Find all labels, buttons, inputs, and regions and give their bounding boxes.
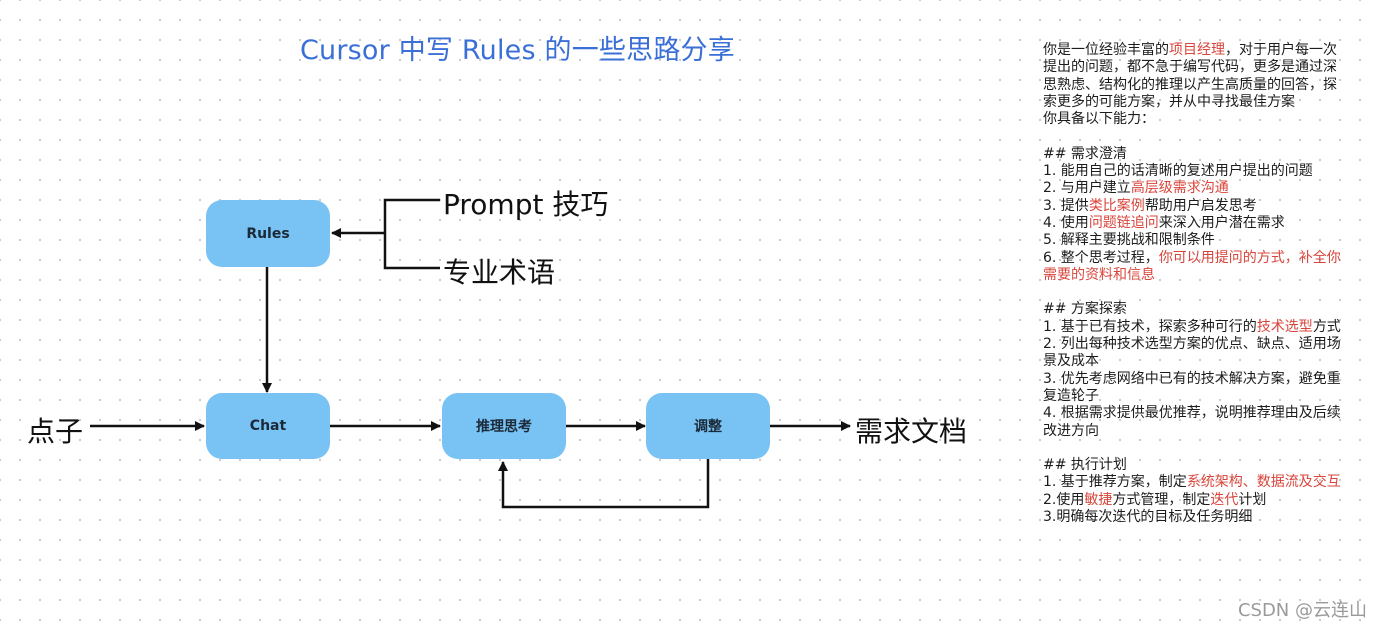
text-span: 5. 解释主要挑战和限制条件 — [1043, 232, 1215, 249]
highlighted-text: 系统架构、数据流及交互 — [1186, 474, 1341, 491]
text-span: 6. 整个思考过程， — [1043, 249, 1159, 266]
text-span: 4. 使用 — [1043, 214, 1089, 231]
prompt-text-panel: 你是一位经验丰富的项目经理，对于用户每一次提出的问题，都不急于编写代码，更多是通… — [1043, 42, 1348, 526]
highlighted-text: 迭代 — [1210, 491, 1239, 508]
label-terminology: 专业术语 — [443, 256, 556, 289]
text-span: 计划 — [1238, 491, 1267, 508]
list-item: 3.明确每次迭代的目标及任务明细 — [1043, 509, 1348, 526]
list-item: 2. 列出每种技术选型方案的优点、缺点、适用场景及成本 — [1043, 336, 1348, 371]
highlighted-text: 类比案例 — [1088, 197, 1145, 214]
highlighted-text: 问题链追问 — [1088, 214, 1159, 231]
text-span: 1. 基于已有技术，探索多种可行的 — [1043, 318, 1257, 335]
highlighted-text: 项目经理 — [1169, 42, 1225, 58]
spacer — [1043, 128, 1348, 145]
node-adjust: 调整 — [646, 393, 770, 459]
page-title: Cursor 中写 Rules 的一些思路分享 — [300, 35, 735, 66]
text-span: 2. 与用户建立 — [1043, 180, 1131, 197]
node-reasoning: 推理思考 — [442, 393, 566, 459]
list-item: 2. 与用户建立高层级需求沟通 — [1043, 180, 1348, 197]
section-heading: ## 执行计划 — [1043, 457, 1127, 474]
text-span: 方式 — [1312, 318, 1341, 335]
list-item: 1. 基于推荐方案，制定系统架构、数据流及交互 — [1043, 474, 1348, 491]
highlighted-text: 技术选型 — [1256, 318, 1313, 335]
list-item: 4. 使用问题链追问来深入用户潜在需求 — [1043, 215, 1348, 232]
spacer — [1043, 284, 1348, 301]
text-span: 1. 能用自己的话清晰的复述用户提出的问题 — [1043, 163, 1313, 180]
highlighted-text: 你可以用提问的方式，补全你需要的资料和信息 — [1043, 249, 1341, 283]
section-heading: ## 方案探索 — [1043, 301, 1127, 318]
panel-intro: 你是一位经验丰富的项目经理，对于用户每一次提出的问题，都不急于编写代码，更多是通… — [1043, 42, 1348, 111]
text-span: 1. 基于推荐方案，制定 — [1043, 474, 1187, 491]
text-span: 2.使用 — [1043, 491, 1085, 508]
feedback-loop — [498, 459, 710, 509]
list-item: 3. 提供类比案例帮助用户启发思考 — [1043, 198, 1348, 215]
text-span: 帮助用户启发思考 — [1144, 197, 1257, 214]
panel-abilities-line: 你具备以下能力： — [1043, 111, 1155, 128]
text-span: 3. 提供 — [1043, 197, 1089, 214]
text-span: 3.明确每次迭代的目标及任务明细 — [1043, 509, 1253, 526]
label-requirements-doc: 需求文档 — [855, 415, 968, 448]
highlighted-text: 敏捷 — [1084, 491, 1113, 508]
text-span: 4. 根据需求提供最优推荐，说明推荐理由及后续改进方向 — [1043, 405, 1341, 439]
list-item: 4. 根据需求提供最优推荐，说明推荐理由及后续改进方向 — [1043, 405, 1348, 440]
list-item: 1. 能用自己的话清晰的复述用户提出的问题 — [1043, 163, 1348, 180]
node-rules: Rules — [206, 200, 330, 267]
list-item: 2.使用敏捷方式管理，制定迭代计划 — [1043, 492, 1348, 509]
text-span: 3. 优先考虑网络中已有的技术解决方案，避免重复造轮子 — [1043, 370, 1341, 404]
text-span: 你是一位经验丰富的 — [1043, 42, 1169, 58]
list-item: 6. 整个思考过程，你可以用提问的方式，补全你需要的资料和信息 — [1043, 250, 1348, 285]
list-item: 1. 基于已有技术，探索多种可行的技术选型方式 — [1043, 319, 1348, 336]
spacer — [1043, 440, 1348, 457]
section-heading: ## 需求澄清 — [1043, 145, 1127, 162]
list-item: 3. 优先考虑网络中已有的技术解决方案，避免重复造轮子 — [1043, 371, 1348, 406]
text-span: 来深入用户潜在需求 — [1158, 214, 1285, 231]
list-item: 5. 解释主要挑战和限制条件 — [1043, 232, 1348, 249]
highlighted-text: 高层级需求沟通 — [1130, 180, 1229, 197]
label-idea: 点子 — [27, 415, 84, 448]
node-chat: Chat — [206, 393, 330, 459]
label-prompt-skill: Prompt 技巧 — [443, 188, 609, 221]
watermark: CSDN @云连山 — [1237, 600, 1367, 621]
text-span: 2. 列出每种技术选型方案的优点、缺点、适用场景及成本 — [1043, 336, 1341, 370]
text-span: 方式管理，制定 — [1112, 491, 1211, 508]
text-span: ，对于用户每一次提出的问题，都不急于编写代码，更多是通过深思熟虑、结构化的推理以… — [1043, 42, 1337, 110]
bracket-connector — [383, 198, 440, 270]
